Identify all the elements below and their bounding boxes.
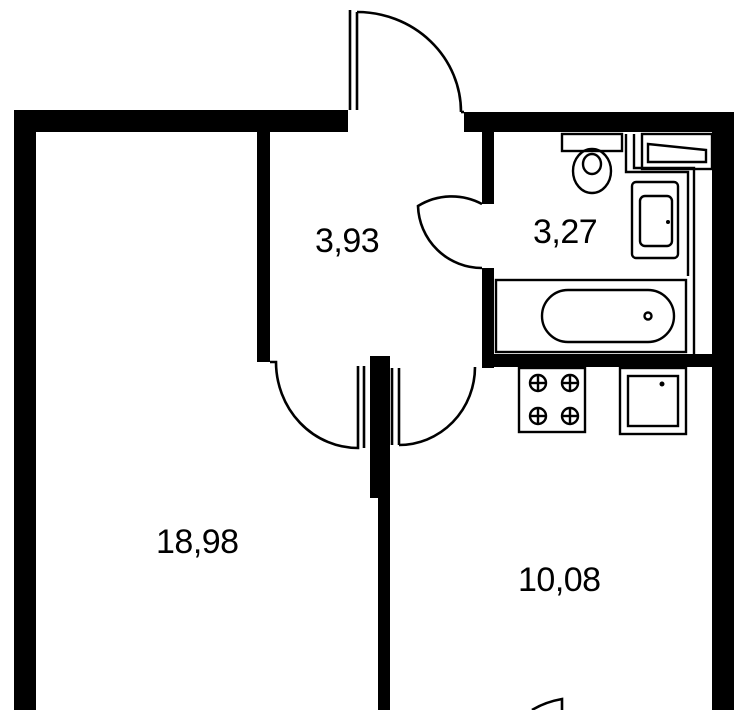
- wall-top-right: [464, 112, 734, 132]
- wall-living-kitchen: [378, 356, 390, 710]
- wall-hall-left: [257, 130, 270, 362]
- bathtub-icon: [494, 278, 688, 354]
- shelf-icon: [640, 132, 714, 171]
- bathroom-door: [416, 195, 483, 270]
- kitchen-area: 10,08: [518, 561, 601, 599]
- door-arc-bottom: [531, 697, 564, 710]
- bathroom-area: 3,27: [533, 213, 597, 251]
- toilet-icon: [560, 132, 624, 195]
- living-room-area: 18,98: [156, 523, 239, 561]
- area-labels: 18,98 3,93 3,27 10,08: [156, 213, 601, 599]
- wall-right: [712, 112, 734, 710]
- wall-top-left: [14, 110, 348, 132]
- hallway-area: 3,93: [315, 222, 379, 260]
- wall-left: [14, 110, 36, 710]
- stove-icon: [517, 366, 587, 434]
- walls: [14, 110, 734, 710]
- fixtures: [494, 132, 714, 436]
- kitchen-door: [390, 366, 477, 447]
- entrance-door: [348, 10, 464, 114]
- sink-icon: [630, 180, 680, 260]
- doors: [270, 10, 564, 710]
- pipes: [624, 134, 696, 354]
- wall-hall-right-lower: [482, 268, 494, 368]
- living-room-door: [270, 360, 366, 450]
- kitchen-sink-icon: [618, 366, 688, 436]
- wall-bath-bottom: [482, 354, 714, 367]
- wall-hall-right-upper: [482, 130, 494, 204]
